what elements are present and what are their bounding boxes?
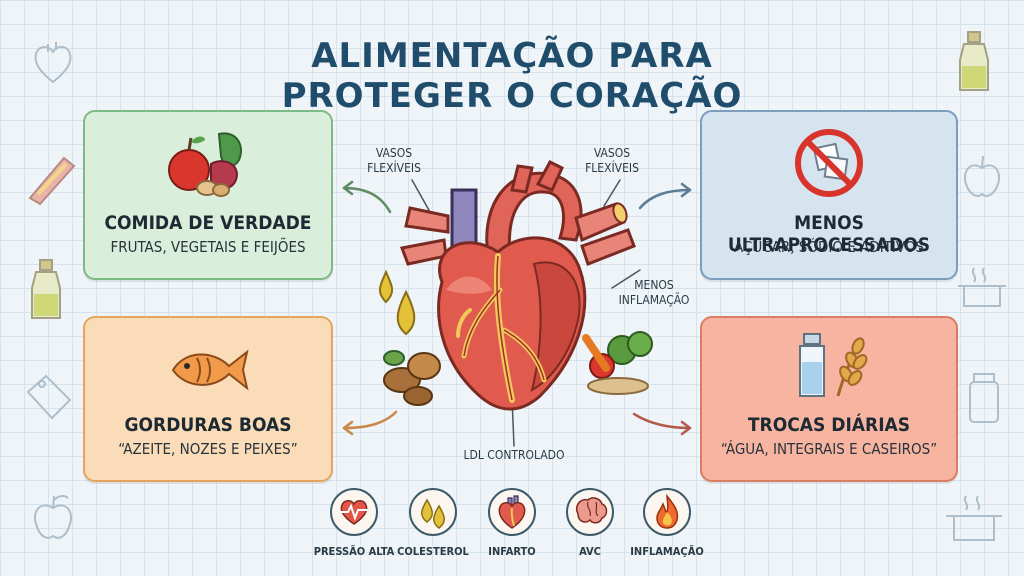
good-fats-heading: GORDURAS BOAS: [124, 414, 292, 436]
less-processed-subtitle: AÇÚCAR, SÓDIO E ADITIVOS: [733, 238, 925, 256]
heart-outline-icon: [34, 42, 72, 84]
brain-icon: [576, 497, 608, 524]
apple-outline-icon: [34, 495, 72, 539]
oil-bottle-right-icon: [959, 31, 989, 91]
artery-icon: [28, 156, 76, 206]
stroke-label: AVC: [579, 545, 601, 558]
cholesterol-label: COLESTEROL: [397, 545, 469, 558]
heart-attack-label: INFARTO: [488, 545, 536, 558]
daily-swaps-subtitle: “ÁGUA, INTEGRAIS E CASEIROS”: [720, 440, 938, 458]
good-fats-subtitle: “AZEITE, NOZES E PEIXES”: [118, 440, 298, 458]
price-tag-icon: [26, 374, 72, 420]
cholesterol-badge: [409, 488, 457, 536]
inflammation-label: MENOS INFLAMAÇÃO: [608, 278, 700, 308]
title-line-2: PROTEGER O CORAÇÃO: [281, 76, 743, 116]
vessels-left-line-2: FLEXÍVEIS: [367, 161, 421, 175]
oil-bottle-icon: [31, 259, 61, 319]
vessels-right-line-2: FLEXÍVEIS: [585, 161, 639, 175]
real-food-card: COMIDA DE VERDADE FRUTAS, VEGETAIS E FEI…: [83, 110, 333, 280]
vessels-left-label: VASOS FLEXÍVEIS: [364, 146, 424, 176]
fruits-vegetables-icon: [168, 132, 242, 197]
less-processed-card: MENOS ULTRAPROCESSADOS AÇÚCAR, SÓDIO E A…: [700, 110, 958, 280]
wheat-icon: [836, 337, 868, 397]
inflammation-bottom-label: INFLAMAÇÃO: [630, 545, 704, 558]
heart-icon: [498, 495, 526, 529]
less-processed-heading: MENOS ULTRAPROCESSADOS: [727, 212, 931, 256]
blood-pressure-label: PRESSÃO ALTA: [313, 545, 395, 558]
heart-pulse-icon: [340, 500, 368, 525]
real-food-subtitle: FRUTAS, VEGETAIS E FEIJÕES: [110, 238, 306, 256]
inflammation-line-2: INFLAMAÇÃO: [618, 293, 690, 307]
cooking-pot-icon: [958, 267, 1006, 307]
inflammation-badge: [643, 488, 691, 536]
fish-icon: [171, 349, 249, 391]
heart-illustration: [379, 160, 653, 411]
vessels-left-line-1: VASOS: [375, 146, 413, 160]
blood-pressure-badge: [330, 488, 378, 536]
cooking-pot-right-icon: [946, 495, 1002, 541]
title-line-1: ALIMENTAÇÃO PARA: [311, 36, 713, 76]
good-fats-card: GORDURAS BOAS “AZEITE, NOZES E PEIXES”: [83, 316, 333, 482]
oil-drops-icon: [421, 498, 445, 529]
heart-attack-badge: [488, 488, 536, 536]
real-food-heading: COMIDA DE VERDADE: [104, 212, 312, 234]
apple-right-icon: [964, 155, 1000, 197]
ldl-label: LDL CONTROLADO: [463, 448, 565, 462]
no-sugar-icon: [795, 129, 863, 197]
vessels-right-label: VASOS FLEXÍVEIS: [582, 146, 642, 176]
daily-swaps-card: TROCAS DIÁRIAS “ÁGUA, INTEGRAIS E CASEIR…: [700, 316, 958, 482]
water-bottle-icon: [799, 333, 825, 397]
inflammation-line-1: MENOS: [634, 278, 674, 292]
daily-swaps-heading: TROCAS DIÁRIAS: [747, 414, 911, 436]
vessels-right-line-1: VASOS: [593, 146, 631, 160]
jar-icon: [969, 373, 999, 423]
flame-icon: [656, 493, 679, 529]
stroke-badge: [566, 488, 614, 536]
